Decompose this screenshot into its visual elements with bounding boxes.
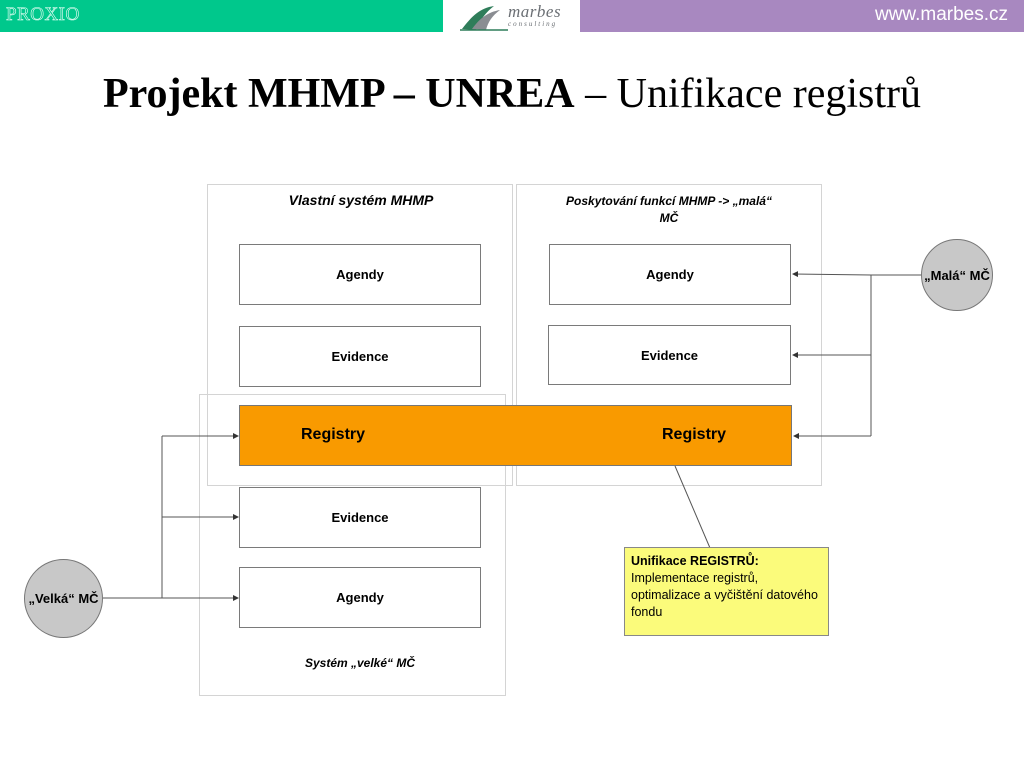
note-text: Implementace registrů, optimalizace a vy… [631,571,818,619]
registry-label-left: Registry [301,426,366,443]
marbes-logo-icon [460,6,508,31]
logo-text: marbes [508,2,562,21]
mhmp-system-panel [207,184,513,486]
note-title: Unifikace REGISTRŮ: [631,554,759,568]
mhmp-services-label: Poskytování funkcí MHMP -> „malá“ MČ [566,194,772,225]
velka-mc-node: „Velká“ MČ [24,559,103,638]
note-pointer-line [674,465,711,549]
title-bold: Projekt MHMP – UNREA [102,71,575,117]
evidence-box-velka: Evidence [239,487,481,548]
unifikace-note: Unifikace REGISTRŮ: Implementace registr… [624,547,829,636]
page-title: Projekt MHMP – UNREA – Unifikace registr… [0,70,1024,118]
mala-mc-node: „Malá“ MČ [921,239,993,311]
velka-mc-system-panel [199,394,506,696]
registry-label-right: Registry [662,426,727,443]
proxio-label: PROXIO [6,4,80,26]
registry-bar [239,405,792,466]
title-normal: – Unifikace registrů [574,71,922,117]
evidence-box-mala: Evidence [548,325,791,385]
agendy-box-velka: Agendy [239,567,481,628]
velka-mc-system-label: Systém „velké“ MČ [304,656,416,670]
velka-trunk-line [103,436,163,599]
header-band-right [580,0,1024,32]
header-band-left [0,0,443,32]
agendy-box-mhmp: Agendy [239,244,481,305]
agendy-box-mala: Agendy [549,244,791,305]
logo-subtext: consulting [508,20,558,28]
mala-trunk-line [870,274,921,436]
mhmp-system-label: Vlastní systém MHMP [288,192,434,208]
mhmp-services-panel [516,184,822,486]
evidence-box-mhmp: Evidence [239,326,481,387]
website-link[interactable]: www.marbes.cz [874,4,1008,25]
mala-to-agendy-arrow [792,271,872,278]
